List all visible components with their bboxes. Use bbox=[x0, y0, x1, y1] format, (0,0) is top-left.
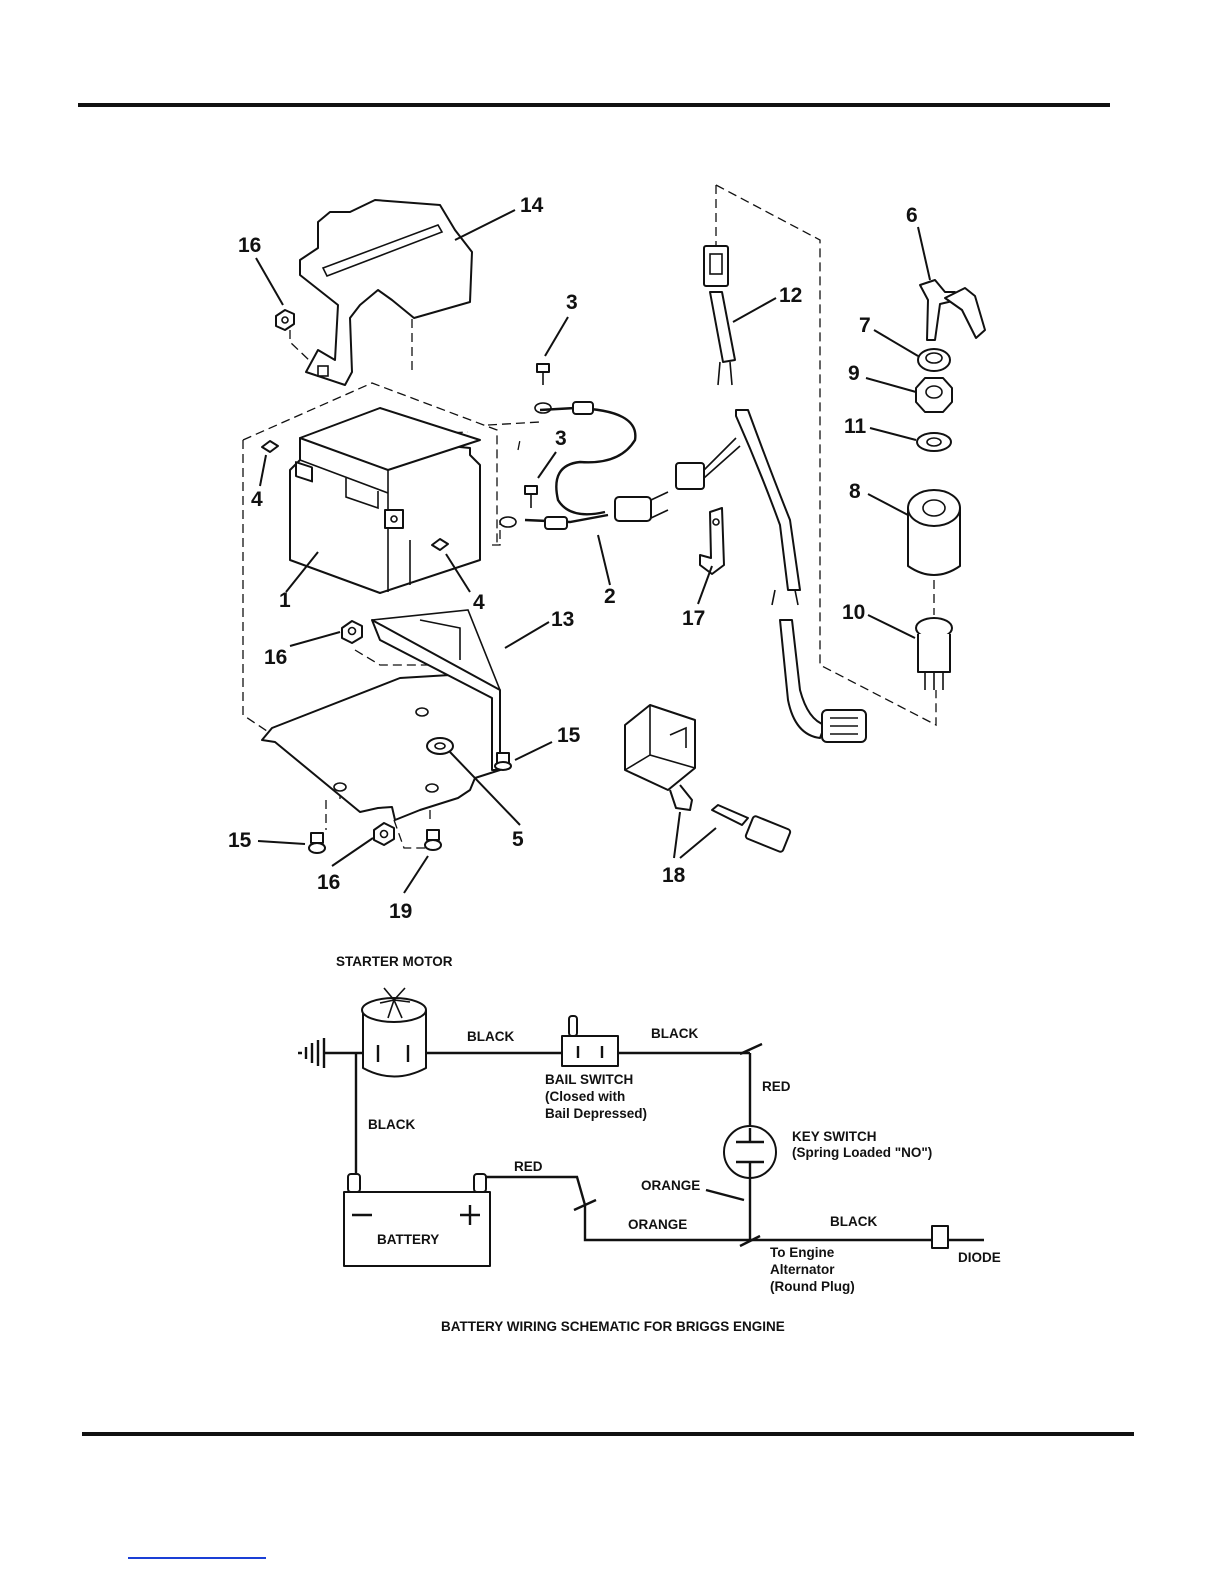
diode-symbol bbox=[932, 1226, 948, 1248]
part-6-keys bbox=[920, 280, 985, 340]
callout-2: 2 bbox=[604, 585, 616, 608]
part-10-switch bbox=[916, 618, 952, 690]
callout-3a: 3 bbox=[566, 291, 578, 314]
callout-12: 12 bbox=[779, 284, 802, 307]
part-15-bolt-right bbox=[495, 753, 511, 770]
label-engine-3: (Round Plug) bbox=[770, 1279, 855, 1294]
callout-17: 17 bbox=[682, 607, 705, 630]
part-2-cable bbox=[500, 402, 668, 529]
part-18-module bbox=[625, 705, 791, 853]
label-orange-1: ORANGE bbox=[641, 1178, 700, 1193]
wire-red-orange-battery bbox=[480, 1177, 750, 1240]
part-16-nut-upper bbox=[276, 310, 294, 330]
callout-14: 14 bbox=[520, 194, 544, 217]
label-bail-switch-note-1: (Closed with bbox=[545, 1089, 625, 1104]
part-15-bolt-left bbox=[309, 833, 325, 853]
part-7-bezel bbox=[918, 349, 950, 371]
callout-16a: 16 bbox=[238, 234, 261, 257]
part-11-washer bbox=[917, 433, 951, 451]
orange-pointer bbox=[706, 1190, 744, 1200]
label-bail-switch-note-2: Bail Depressed) bbox=[545, 1106, 647, 1121]
part-9-nut bbox=[916, 378, 952, 412]
starter-motor-symbol bbox=[362, 988, 426, 1077]
part-17-clip bbox=[700, 508, 724, 574]
part-1-battery bbox=[290, 408, 480, 593]
label-bail-switch: BAIL SWITCH bbox=[545, 1072, 633, 1087]
label-engine-1: To Engine bbox=[770, 1245, 835, 1260]
part-13-tray bbox=[262, 610, 500, 820]
callout-4a: 4 bbox=[251, 488, 263, 511]
callout-18: 18 bbox=[662, 864, 686, 887]
part-16-nut-bottom bbox=[374, 823, 394, 845]
label-battery: BATTERY bbox=[377, 1232, 439, 1247]
part-16-nut-tray bbox=[342, 621, 362, 643]
part-3-screw-b bbox=[525, 486, 537, 508]
callout-7: 7 bbox=[859, 314, 871, 337]
schematic-caption: BATTERY WIRING SCHEMATIC FOR BRIGGS ENGI… bbox=[441, 1319, 785, 1334]
callout-15a: 15 bbox=[557, 724, 581, 747]
label-orange-2: ORANGE bbox=[628, 1217, 687, 1232]
callout-8: 8 bbox=[849, 480, 861, 503]
part-4-nut-a bbox=[262, 441, 278, 452]
label-key-switch: KEY SWITCH bbox=[792, 1129, 877, 1144]
part-5-washer bbox=[427, 738, 453, 754]
battery-symbol bbox=[344, 1174, 490, 1266]
callout-16b: 16 bbox=[264, 646, 287, 669]
wiring-schematic: STARTER MOTOR BLACK BLACK BLACK BLACK RE… bbox=[298, 954, 1001, 1334]
label-starter-motor: STARTER MOTOR bbox=[336, 954, 453, 969]
callout-4b: 4 bbox=[473, 591, 485, 614]
bail-switch-symbol bbox=[562, 1016, 618, 1066]
callout-15b: 15 bbox=[228, 829, 252, 852]
label-engine-2: Alternator bbox=[770, 1262, 835, 1277]
callout-1: 1 bbox=[279, 589, 291, 612]
label-black-4: BLACK bbox=[830, 1214, 877, 1229]
label-black-2: BLACK bbox=[651, 1026, 698, 1041]
label-diode: DIODE bbox=[958, 1250, 1001, 1265]
callout-9: 9 bbox=[848, 362, 860, 385]
callout-6: 6 bbox=[906, 204, 918, 227]
label-black-3: BLACK bbox=[368, 1117, 415, 1132]
callout-13: 13 bbox=[551, 608, 574, 631]
part-14-bracket bbox=[300, 200, 472, 385]
part-19-bolt bbox=[425, 830, 441, 850]
label-red-2: RED bbox=[514, 1159, 543, 1174]
callout-3b: 3 bbox=[555, 427, 567, 450]
callout-16c: 16 bbox=[317, 871, 340, 894]
callout-11: 11 bbox=[844, 415, 867, 438]
label-key-switch-note: (Spring Loaded "NO") bbox=[792, 1145, 932, 1160]
label-black-1: BLACK bbox=[467, 1029, 514, 1044]
key-switch-symbol bbox=[724, 1126, 776, 1178]
callout-19: 19 bbox=[389, 900, 412, 923]
part-8-sleeve bbox=[908, 490, 960, 575]
part-3-screw-a bbox=[537, 364, 549, 385]
label-red-1: RED bbox=[762, 1079, 791, 1094]
callout-5: 5 bbox=[512, 828, 524, 851]
callout-10: 10 bbox=[842, 601, 865, 624]
part-12-harness bbox=[676, 246, 866, 742]
